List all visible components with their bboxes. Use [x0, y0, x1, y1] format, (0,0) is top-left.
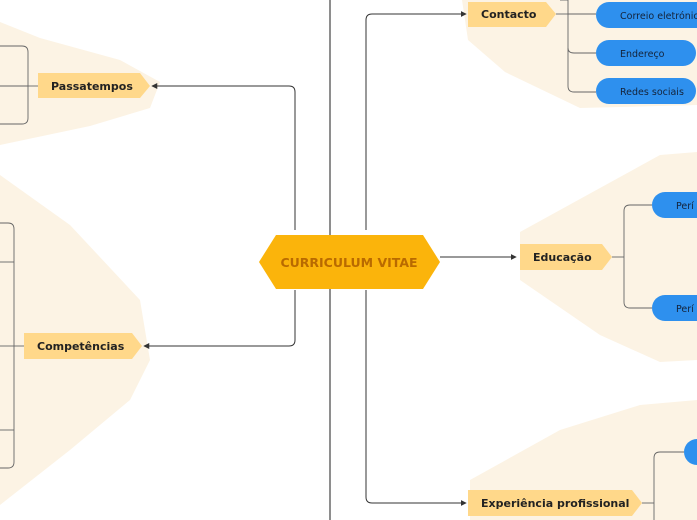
leaf-redes-shape — [596, 78, 696, 104]
topic-educacao[interactable]: Educação — [520, 244, 612, 270]
connector-competencias — [143, 290, 296, 349]
leaf-correio[interactable]: Correio eletrónico — [596, 2, 697, 28]
leaf-periodo-1-shape — [652, 192, 697, 218]
leaf-correio-label: Correio eletrónico — [620, 11, 697, 22]
leaf-endereco-shape — [596, 40, 696, 66]
passatempos-label: Passatempos — [51, 80, 133, 93]
leaf-periodo-2-label: Perí — [676, 304, 694, 315]
contacto-tag — [468, 2, 556, 27]
topic-passatempos[interactable]: Passatempos — [38, 73, 150, 98]
leaf-endereco-label: Endereço — [620, 49, 665, 60]
central-label: CURRICULUM VITAE — [280, 255, 417, 270]
central-shape — [259, 235, 440, 289]
connectors — [143, 11, 517, 506]
experiencia-label: Experiência profissional — [481, 497, 629, 510]
competencias-tag — [24, 333, 142, 359]
leaf-redes-sociais[interactable]: Redes sociais — [596, 78, 696, 104]
connector-experiencia — [365, 290, 467, 506]
educacao-label: Educação — [533, 251, 592, 264]
leaf-periodo-1-label: Perí — [676, 201, 694, 212]
leaf-periodo-2[interactable]: Perí — [652, 295, 697, 321]
passatempos-tag — [38, 73, 150, 98]
leaf-periodo-2-shape — [652, 295, 697, 321]
educacao-tag — [520, 244, 612, 270]
leaf-endereco[interactable]: Endereço — [596, 40, 696, 66]
experiencia-tag — [468, 490, 642, 516]
leaf-experiencia-1-shape — [684, 439, 697, 465]
leaf-experiencia-1[interactable] — [684, 439, 697, 465]
competencias-label: Competências — [37, 340, 125, 353]
leaf-redes-label: Redes sociais — [620, 87, 684, 98]
central-node[interactable]: CURRICULUM VITAE — [259, 235, 440, 289]
topic-experiencia[interactable]: Experiência profissional — [468, 490, 642, 516]
connector-contacto — [365, 11, 467, 230]
contacto-label: Contacto — [481, 8, 537, 21]
leaf-correio-shape — [596, 2, 697, 28]
topic-contacto[interactable]: Contacto — [468, 2, 556, 27]
connector-passatempos — [151, 83, 296, 230]
leaf-periodo-1[interactable]: Perí — [652, 192, 697, 218]
topic-competencias[interactable]: Competências — [24, 333, 142, 359]
